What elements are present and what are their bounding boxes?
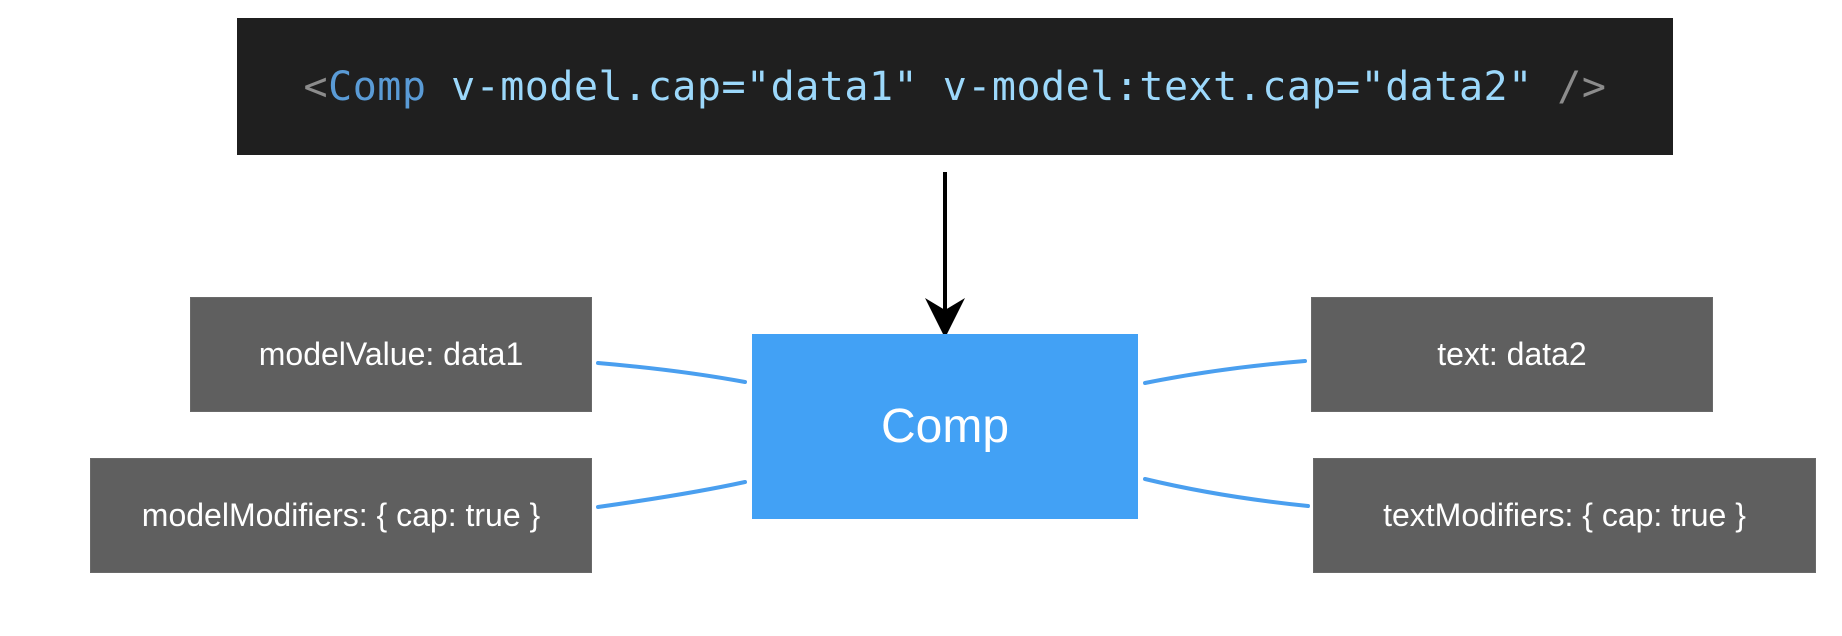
code-open-bracket: < (303, 63, 329, 110)
code-close-bracket: /> (1557, 63, 1607, 110)
connector-model-value (596, 361, 747, 384)
code-snippet: <Comp v-model.cap="data1" v-model:text.c… (237, 18, 1673, 155)
connector-model-modifiers (596, 480, 747, 509)
prop-box-text-modifiers: textModifiers: { cap: true } (1314, 459, 1815, 572)
prop-box-text: text: data2 (1312, 298, 1712, 411)
connector-text-modifiers (1143, 477, 1310, 508)
prop-box-model-value: modelValue: data1 (191, 298, 591, 411)
code-directive-text: v-model:text.cap="data2" (942, 63, 1533, 110)
connector-text (1143, 359, 1307, 385)
prop-label-model-value: modelValue: data1 (258, 336, 524, 372)
code-directive-model: v-model.cap="data1" (451, 63, 919, 110)
prop-label-text: text: data2 (1437, 336, 1587, 372)
prop-box-model-modifiers: modelModifiers: { cap: true } (91, 459, 591, 572)
component-label: Comp (880, 400, 1010, 453)
component-node: Comp (752, 334, 1138, 519)
prop-label-model-modifiers: modelModifiers: { cap: true } (141, 497, 541, 533)
prop-label-text-modifiers: textModifiers: { cap: true } (1383, 497, 1746, 533)
code-component-name: Comp (328, 63, 427, 110)
